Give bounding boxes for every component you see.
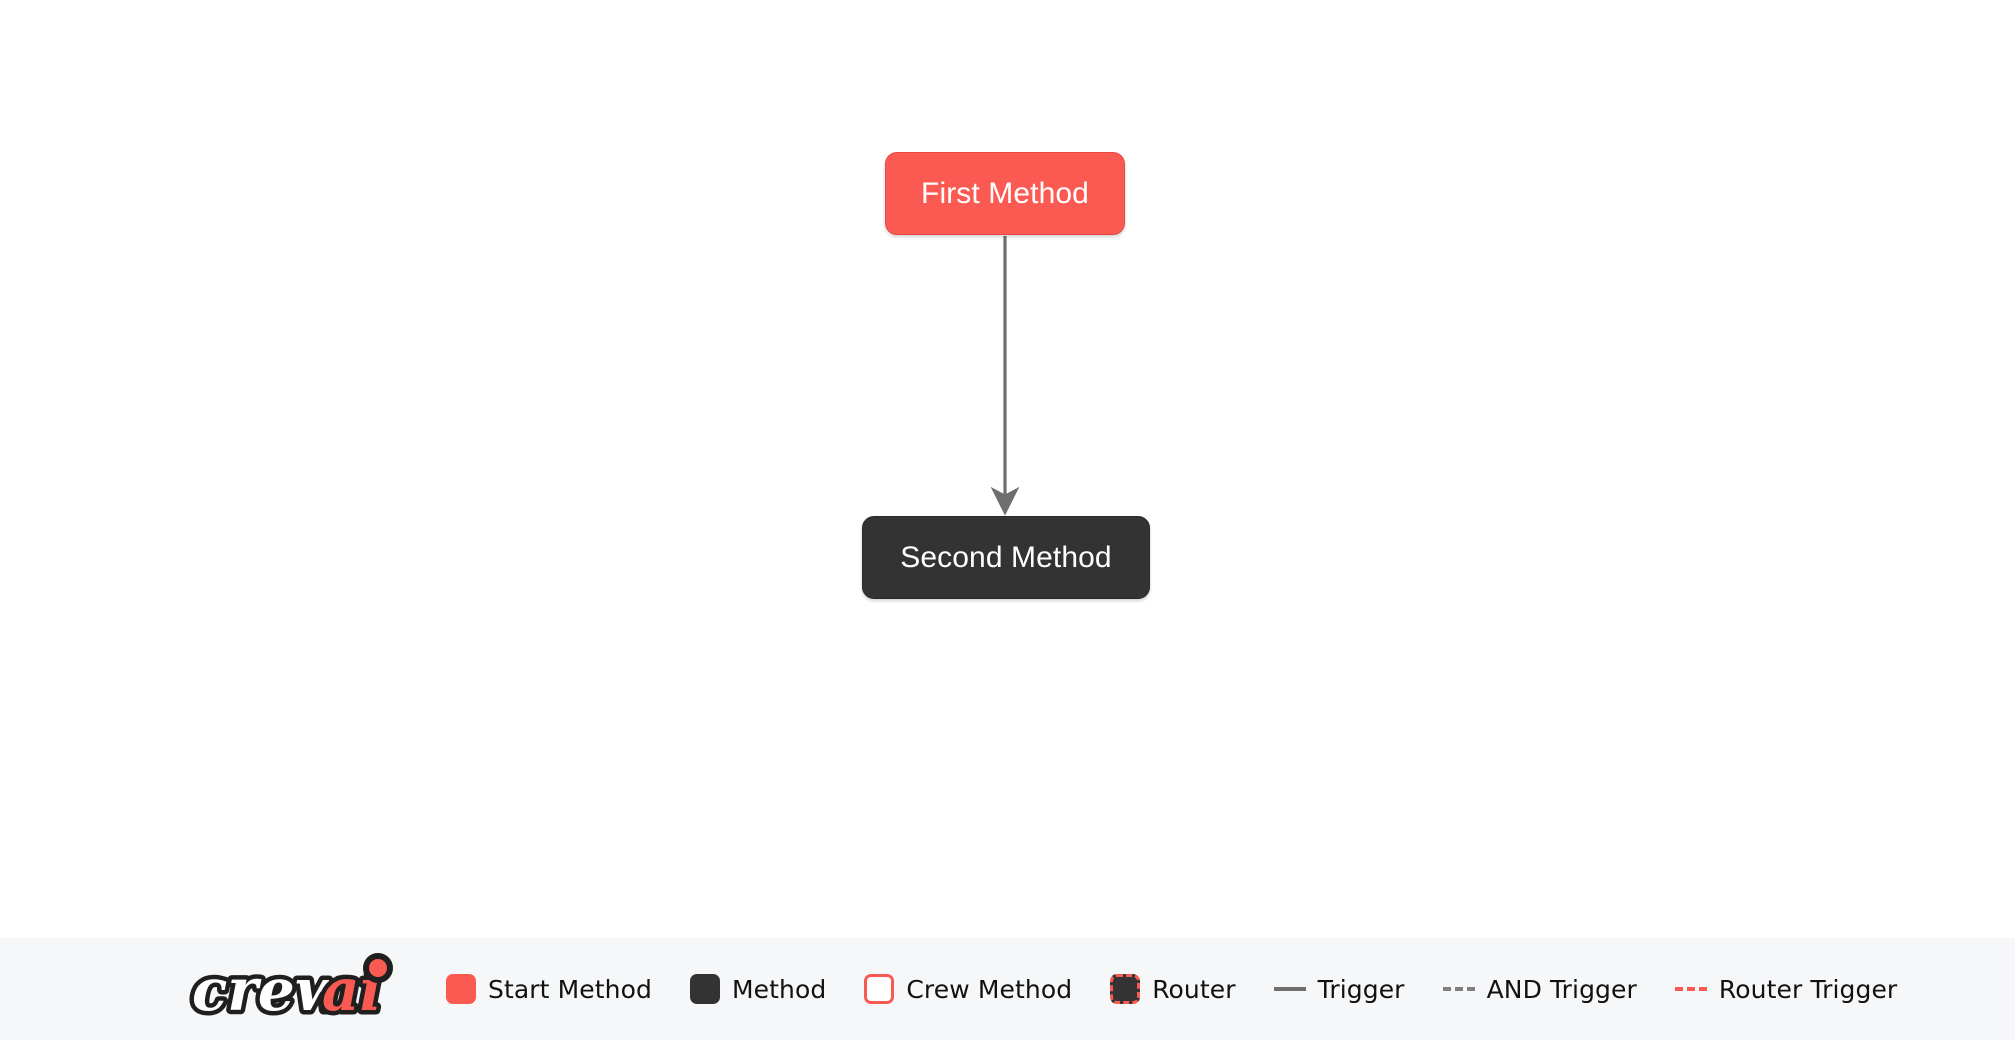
trigger-line-icon (1273, 987, 1306, 991)
node-first-method-label: First Method (921, 177, 1089, 210)
logo-dot-outline (363, 953, 393, 983)
flow-canvas[interactable]: First Method Second Method (0, 0, 2015, 938)
router-trigger-line-icon (1674, 987, 1707, 991)
edge-layer (990, 236, 1020, 516)
legend-label-router: Router (1152, 974, 1236, 1004)
legend-label-method: Method (731, 974, 827, 1004)
legend-item-router[interactable]: Router (1110, 974, 1236, 1004)
logo-dot-fill (369, 959, 387, 977)
crewai-wordmark-icon: crew crew ai ai (188, 952, 393, 1026)
node-second-method-label: Second Method (900, 541, 1112, 574)
logo-crew-outline: crew (192, 956, 347, 1024)
legend-label-crew-method: Crew Method (906, 974, 1073, 1004)
legend-item-trigger[interactable]: Trigger (1273, 974, 1405, 1004)
legend-item-crew-method[interactable]: Crew Method (864, 974, 1072, 1004)
legend-label-and-trigger: AND Trigger (1486, 974, 1637, 1004)
and-trigger-line-icon (1442, 987, 1475, 991)
crew-method-swatch-icon (864, 974, 895, 1004)
legend-items: Start Method Method Crew Method Router T… (446, 974, 1897, 1004)
router-swatch-icon (1110, 974, 1141, 1004)
legend-item-router-trigger[interactable]: Router Trigger (1674, 974, 1898, 1004)
logo-crew-fill: crew (192, 956, 347, 1024)
legend-bar: crew crew ai ai Start Method Method (0, 938, 2015, 1040)
legend-item-method[interactable]: Method (689, 974, 827, 1004)
legend-label-start-method: Start Method (488, 974, 652, 1004)
node-second-method[interactable]: Second Method (862, 516, 1150, 599)
legend-item-and-trigger[interactable]: AND Trigger (1442, 974, 1637, 1004)
node-first-method[interactable]: First Method (885, 152, 1125, 235)
start-method-swatch-icon (446, 974, 476, 1004)
legend-label-router-trigger: Router Trigger (1718, 974, 1898, 1004)
crewai-logo: crew crew ai ai (188, 952, 406, 1026)
legend-label-trigger: Trigger (1317, 974, 1405, 1004)
legend-item-start-method[interactable]: Start Method (446, 974, 652, 1004)
method-swatch-icon (689, 974, 720, 1004)
